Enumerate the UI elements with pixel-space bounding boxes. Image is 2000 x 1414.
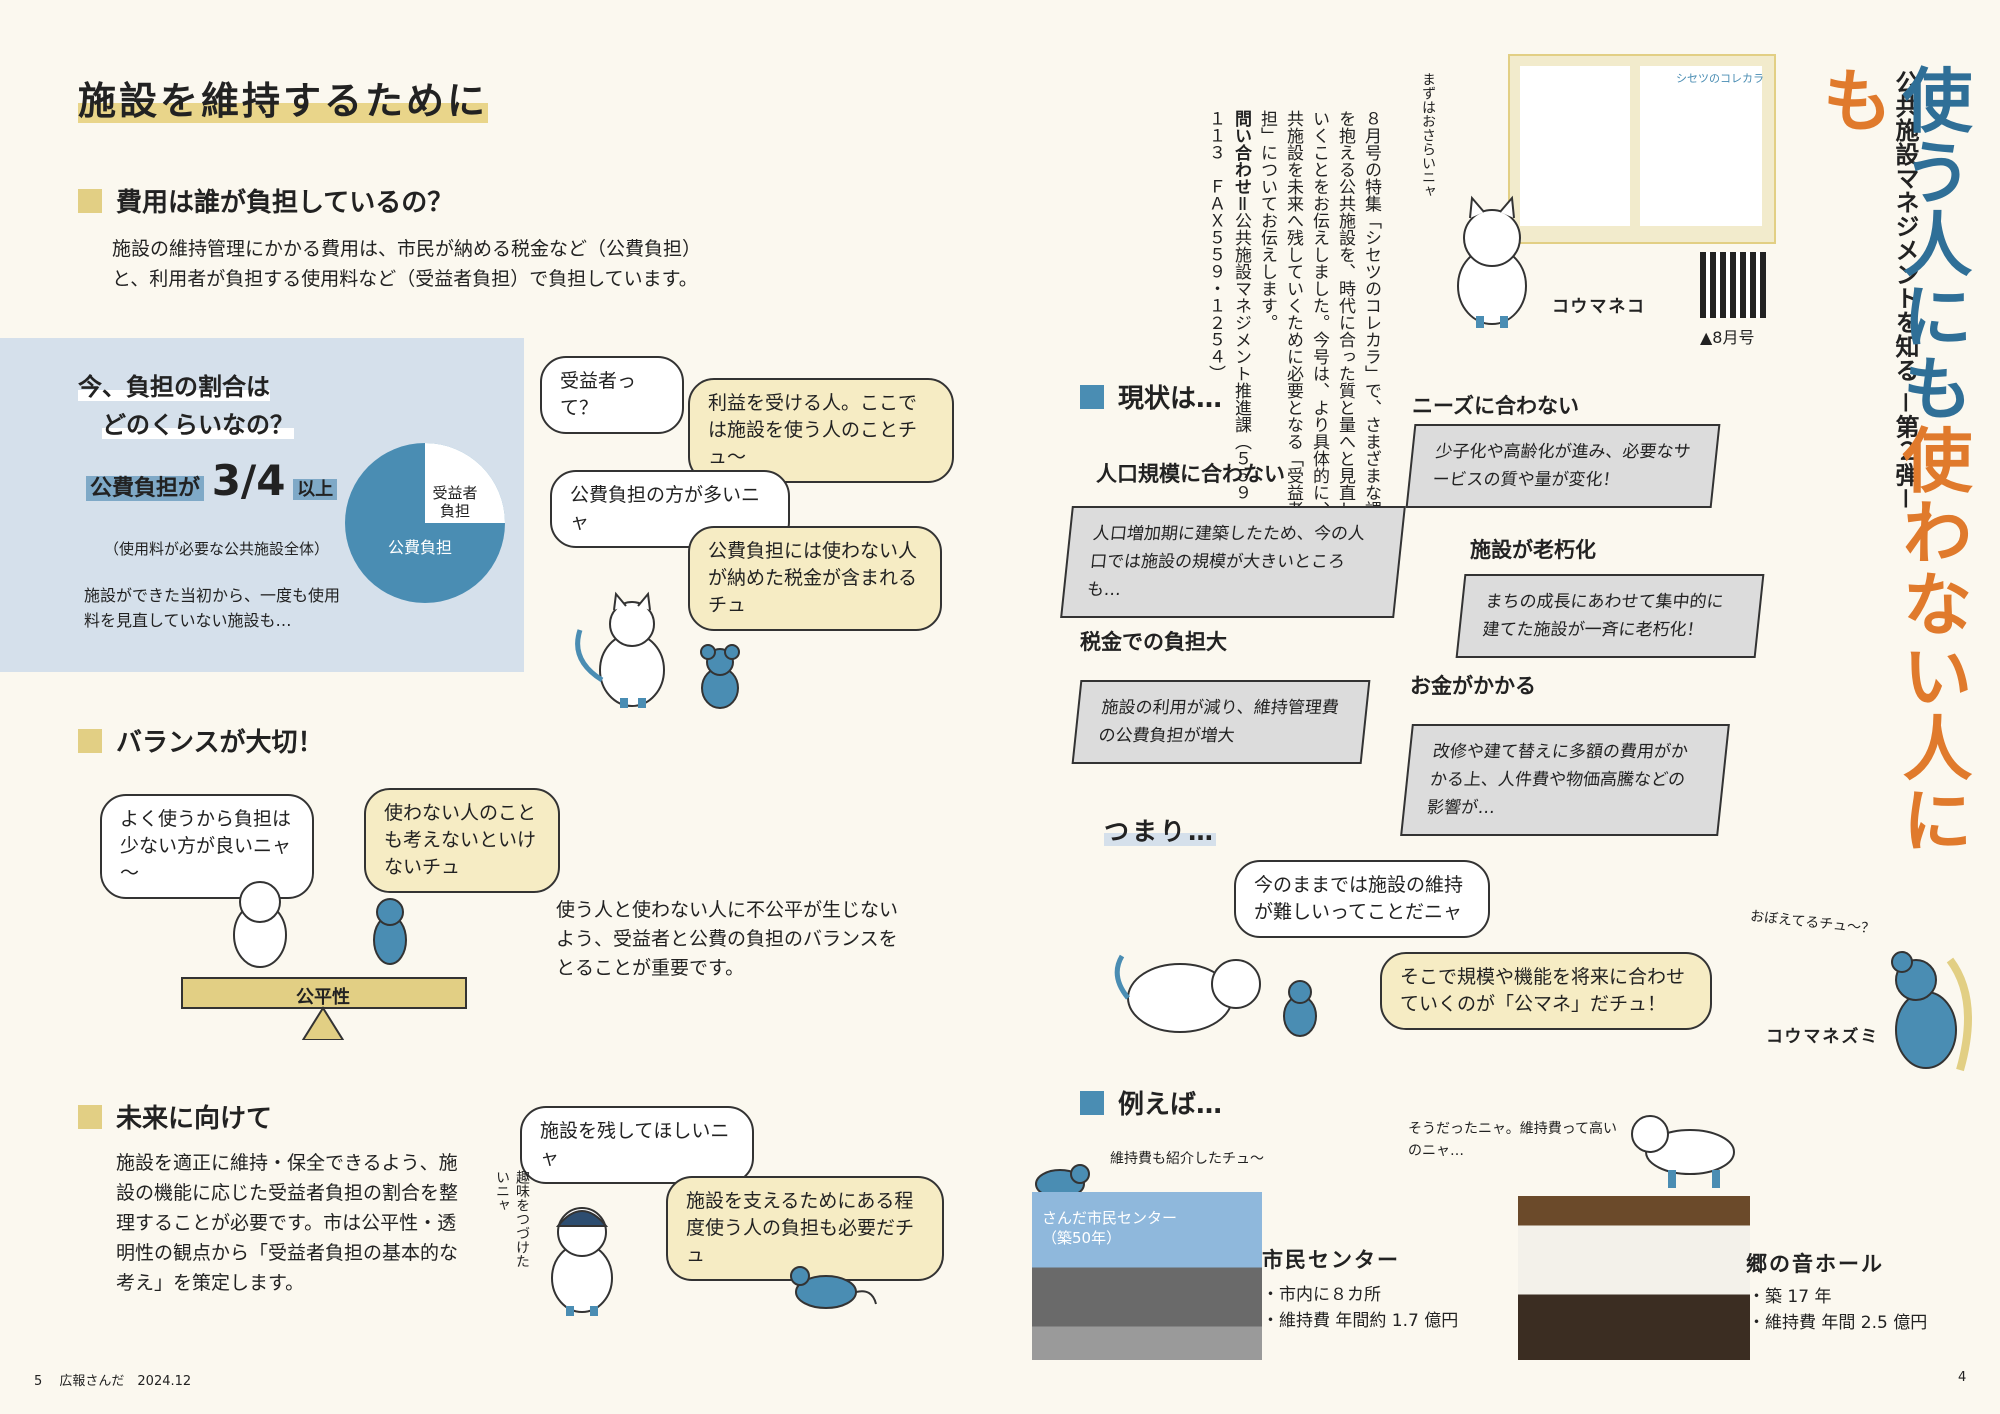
cat-with-cap-illustration bbox=[551, 1207, 613, 1316]
civic-center-details: ・市内に８カ所 ・維持費 年間約 1.7 億円 bbox=[1262, 1285, 1459, 1331]
ratio-statement: 公費負担が 3/4 以上 bbox=[86, 456, 338, 505]
bubble-what-is-beneficiary: 受益者って？ bbox=[540, 356, 684, 434]
issue-title-needs: ニーズに合わない bbox=[1412, 394, 1579, 418]
balance-body: 使う人と使わない人に不公平が生じないよう、受益者と公費の負担のバランスをとること… bbox=[556, 899, 899, 979]
mascot-mouse-note: おぼえてるチュ～？ bbox=[1749, 908, 1876, 938]
footer-left: 5 広報さんだ 2024.12 bbox=[34, 1374, 192, 1389]
civic-center-photo-caption: さんだ市民センター（築50年） bbox=[1042, 1209, 1178, 1247]
svg-text:負担: 負担 bbox=[440, 502, 470, 520]
issue-box-needs: 少子化や高齢化が進み、必要なサービスの質や量が変化！ bbox=[1405, 424, 1721, 508]
page-title: 施設を維持するために bbox=[78, 79, 489, 123]
future-body: 施設を適正に維持・保全できるよう、施設の機能に応じた受益者負担の割合を整理するこ… bbox=[116, 1152, 459, 1294]
issue-title-aging: 施設が老朽化 bbox=[1470, 538, 1596, 562]
pie-label-user: 受益者 bbox=[432, 484, 477, 502]
qr-code[interactable] bbox=[1700, 252, 1766, 318]
cat-sitting-illustration bbox=[575, 591, 665, 708]
bubble-taxes-included: 公費負担には使わない人が納めた税金が含まれるチュ bbox=[688, 526, 942, 631]
bubble-keep-facility: 施設を残してほしいニャ bbox=[520, 1106, 754, 1184]
section-heading-conclusion: つまり… bbox=[1104, 817, 1217, 846]
section-heading-balance: バランスが大切！ bbox=[78, 722, 323, 759]
seesaw-label-fairness: 公平性 bbox=[296, 987, 350, 1008]
main-title: 使う人にも使わない人にも bbox=[1811, 64, 1973, 856]
example-mouse-note: 維持費も紹介したチュ～ bbox=[1110, 1151, 1264, 1167]
cost-body: 施設の維持管理にかかる費用は、市民が納める税金など（公費負担）と、利用者が負担す… bbox=[112, 238, 702, 290]
intro-text: ８月号の特集「シセツのコレカラ」で、さまざまな課題を抱える公共施設を、時代に合っ… bbox=[1205, 110, 1381, 535]
hall-photo bbox=[1518, 1196, 1750, 1360]
mascot-cat-illustration bbox=[1457, 195, 1527, 328]
pie-slice-user bbox=[425, 443, 505, 523]
mascot-cat-note: まずはおさらいニャ bbox=[1420, 72, 1436, 198]
example-cat-illustration bbox=[1631, 1115, 1735, 1188]
thumb-title: シセツのコレカラ bbox=[1676, 72, 1764, 85]
issue-box-aging: まちの成長にあわせて集中的に建てた施設が一斉に老朽化！ bbox=[1455, 574, 1765, 658]
section-heading-example: 例えば… bbox=[1080, 1084, 1222, 1121]
issue-box-cost: 改修や建て替えに多額の費用がかかる上、人件費や物価高騰などの影響が… bbox=[1400, 724, 1730, 836]
civic-center-photo: さんだ市民センター（築50年） bbox=[1032, 1192, 1262, 1360]
ratio-note: （使用料が必要な公共施設全体） bbox=[104, 540, 330, 558]
cat-and-mouse-illustration bbox=[1114, 954, 1317, 1037]
hobby-note: 趣味をつづけたいニャ bbox=[494, 1170, 530, 1268]
section-heading-future: 未来に向けて bbox=[78, 1098, 272, 1135]
mouse-illustration bbox=[700, 644, 740, 709]
bubble-hard-to-maintain: 今のままでは施設の維持が難しいってことだニャ bbox=[1234, 860, 1490, 938]
issue-box-population: 人口増加期に建築したため、今の人口では施設の規模が大きいところも… bbox=[1060, 506, 1406, 618]
issue-box-tax: 施設の利用が減り、維持管理費の公費負担が増大 bbox=[1071, 680, 1371, 764]
ratio-body: 施設ができた当初から、一度も使用料を見直していない施設も… bbox=[84, 586, 341, 630]
series-title: 公共施設マネジメントを知る －第２弾－ bbox=[1891, 70, 1919, 511]
bubble-support-burden: 施設を支えるためにある程度使う人の負担も必要だチュ bbox=[666, 1176, 944, 1281]
august-issue-thumbnail: シセツのコレカラ bbox=[1508, 54, 1776, 244]
seesaw-illustration bbox=[181, 881, 467, 1040]
hall-name: 郷の音ホール bbox=[1746, 1252, 1884, 1276]
ratio-panel: 今、負担の割合は どのくらいなの？ 公費負担が 3/4 以上 （使用料が必要な公… bbox=[0, 338, 524, 672]
ratio-pie-chart: 受益者 負担 公費負担 bbox=[345, 443, 505, 603]
mascot-cat-name: コウマネコ bbox=[1552, 297, 1646, 317]
example-mouse-illustration bbox=[1035, 1164, 1090, 1199]
bubble-mouse-consider-others: 使わない人のことも考えないといけないチュ bbox=[364, 788, 560, 893]
example-cat-note: そうだったニャ。維持費って高いのニャ… bbox=[1408, 1121, 1618, 1159]
bubble-beneficiary-meaning: 利益を受ける人。ここでは施設を使う人のことチュ～ bbox=[688, 378, 954, 483]
issue-title-tax: 税金での負担大 bbox=[1080, 630, 1227, 654]
issue-title-population: 人口規模に合わない bbox=[1096, 462, 1285, 486]
section-heading-cost: 費用は誰が負担しているの？ bbox=[78, 182, 453, 219]
mascot-mouse-illustration bbox=[1891, 951, 1972, 1072]
mouse-running-illustration bbox=[790, 1266, 877, 1309]
ratio-heading: 今、負担の割合は どのくらいなの？ bbox=[78, 373, 294, 439]
footer-page-number: 4 bbox=[1958, 1370, 1967, 1385]
mascot-mouse-name: コウマネズミ bbox=[1766, 1027, 1880, 1047]
hall-details: ・築 17 年 ・維持費 年間 2.5 億円 bbox=[1748, 1287, 1928, 1333]
section-heading-current: 現状は… bbox=[1080, 378, 1222, 415]
august-label: ▲8月号 bbox=[1700, 328, 1755, 347]
bubble-cat-less-burden: よく使うから負担は少ない方が良いニャ～ bbox=[100, 794, 314, 899]
civic-center-name: 市民センター bbox=[1262, 1248, 1400, 1272]
pie-label-public: 公費負担 bbox=[388, 538, 452, 557]
issue-title-cost: お金がかかる bbox=[1410, 674, 1536, 698]
bubble-koumane-explained: そこで規模や機能を将来に合わせていくのが「公マネ」だチュ！ bbox=[1380, 952, 1712, 1030]
